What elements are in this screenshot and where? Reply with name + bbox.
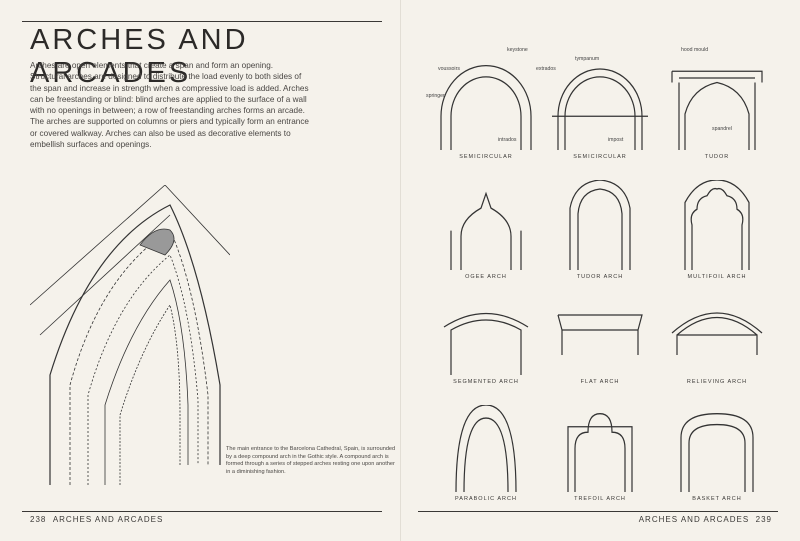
annotation-voussoirs: voussoirs <box>438 66 460 72</box>
arch-label: SEMICIRCULAR <box>573 154 627 160</box>
arch-label: BASKET ARCH <box>692 496 742 502</box>
flat-arch-drawing <box>557 314 643 355</box>
round-arch-drawing <box>440 65 532 150</box>
arch-figure: SEMICIRCULAR <box>431 60 541 160</box>
arch-label: PARABOLIC ARCH <box>455 496 517 502</box>
relieving-arch-drawing <box>671 312 763 355</box>
arch-label: TUDOR <box>704 154 730 160</box>
arch-figure: SEGMENTED ARCH <box>431 295 541 385</box>
annotation-impost: impost <box>608 137 624 143</box>
running-head: ARCHES AND ARCADES <box>52 515 164 524</box>
page-number: 238 <box>30 515 47 524</box>
arch-figure: PARABOLIC ARCH <box>431 405 541 502</box>
arch-figure: SEMICIRCULAR <box>545 60 655 160</box>
annotation-tympanum: tympanum <box>575 56 600 62</box>
tudor-arch-drawing <box>671 70 763 150</box>
arch-figure: MULTIFOIL ARCH <box>662 180 772 280</box>
arch-label: OGEE ARCH <box>465 274 507 280</box>
round2-arch-drawing <box>552 68 648 150</box>
arch-label: FLAT ARCH <box>580 379 620 385</box>
footer-rule <box>418 511 778 512</box>
segment-arch-drawing <box>443 312 529 375</box>
annotation-springer: springer <box>426 93 445 99</box>
parabolic-arch-drawing <box>455 405 517 492</box>
pointed-arch-drawing <box>569 180 631 270</box>
right-page: SEMICIRCULAR SEMICIRCULAR TUDOR OGEE ARCH TU… <box>400 0 800 541</box>
trefoil-arch-drawing <box>567 413 633 492</box>
arch-figure: RELIEVING ARCH <box>662 295 772 385</box>
arch-figure: BASKET ARCH <box>662 405 772 502</box>
basket-arch-drawing <box>680 413 754 492</box>
arch-label: MULTIFOIL ARCH <box>687 274 747 280</box>
left-page: ARCHES AND ARCADES Arches are open eleme… <box>22 0 401 541</box>
multifoil-arch-drawing <box>684 180 750 270</box>
page-number: 239 <box>755 515 772 524</box>
arch-label: TUDOR ARCH <box>576 274 624 280</box>
annotation-extrados: extrados <box>536 66 556 72</box>
arch-figure: OGEE ARCH <box>431 180 541 280</box>
figure-caption: The main entrance to the Barcelona Cathe… <box>226 446 396 475</box>
arch-figure: TREFOIL ARCH <box>545 405 655 502</box>
annotation-spandrel: spandrel <box>712 126 732 132</box>
top-rule <box>22 21 382 22</box>
footer-left: 238 ARCHES AND ARCADES <box>30 515 163 524</box>
annotation-hood-mould: hood mould <box>681 47 709 53</box>
arch-label: TREFOIL ARCH <box>574 496 626 502</box>
annotation-intrados: intrados <box>498 137 517 143</box>
intro-text: Arches are open elements that create a s… <box>30 61 309 150</box>
page-title: ARCHES AND ARCADES <box>30 24 249 89</box>
arch-label: RELIEVING ARCH <box>686 379 748 385</box>
footer-rule <box>22 511 382 512</box>
arch-figure: TUDOR ARCH <box>545 180 655 280</box>
arch-figure: TUDOR <box>662 60 772 160</box>
arch-label: SEGMENTED ARCH <box>453 379 519 385</box>
running-head: ARCHES AND ARCADES <box>638 515 750 524</box>
arch-label: SEMICIRCULAR <box>459 154 513 160</box>
cathedral-portal-illustration <box>30 185 230 485</box>
footer-right: ARCHES AND ARCADES 239 <box>639 515 772 524</box>
arch-figure: FLAT ARCH <box>545 295 655 385</box>
ogee-arch-drawing <box>450 191 522 270</box>
annotation-keystone: keystone <box>507 47 528 53</box>
